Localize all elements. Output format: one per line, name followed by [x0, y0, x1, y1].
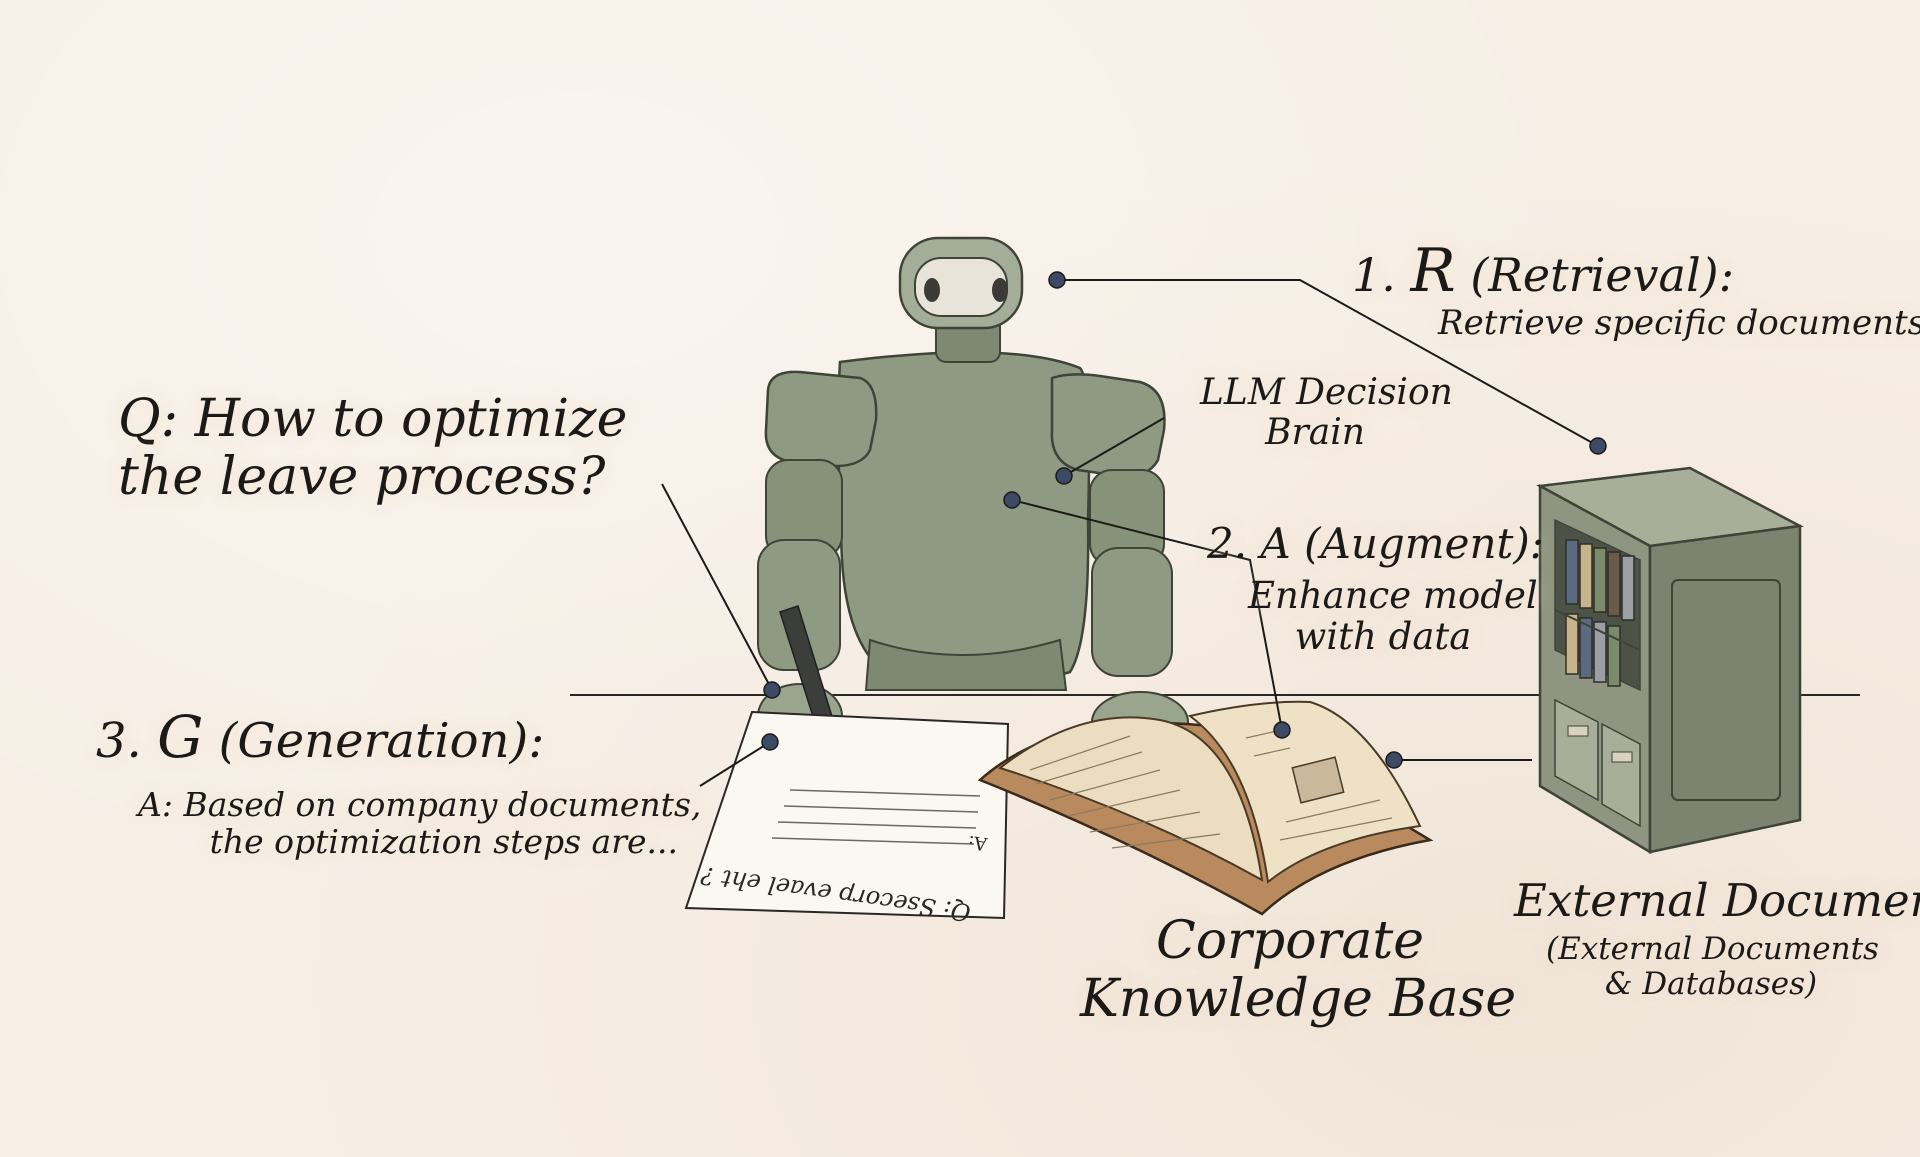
robot-eye-left: [924, 278, 940, 302]
llm-brain-line1: LLM Decision: [1200, 372, 1453, 413]
question-text: Q: How to optimize the leave process?: [118, 389, 628, 508]
augment-desc-line2: with data: [1294, 615, 1472, 659]
external-desc-line2: & Databases): [1604, 965, 1818, 1002]
question-callout-line: [661, 483, 773, 691]
knowledge-base-line1: Corporate: [1155, 911, 1425, 971]
augment-title: 2. A (Augment):: [1207, 519, 1544, 568]
knowledge-base-line2: Knowledge Base: [1080, 969, 1517, 1030]
augment-callout-line: [1011, 499, 1283, 731]
augment-desc-line1: Enhance model: [1248, 574, 1538, 617]
llm-callout-dot: [1055, 467, 1073, 485]
retrieval-title: 1. R (Retrieval):: [1352, 236, 1735, 306]
knowledge-base-label: Corporate Knowledge Base: [1080, 911, 1517, 1030]
generation-title-letter: G: [157, 703, 204, 771]
generation-title-text: (Generation):: [218, 713, 545, 769]
external-documents-description: (External Documents & Databases): [1546, 931, 1879, 1002]
retrieval-title-text: (Retrieval):: [1470, 248, 1735, 302]
bookshelf-icon: [1535, 466, 1805, 855]
llm-brain-label: LLM Decision Brain: [1200, 372, 1453, 454]
robot-eye-right: [992, 278, 1008, 302]
retrieval-title-letter: R: [1410, 236, 1456, 306]
generation-target-dot: [761, 733, 779, 751]
generation-title-number: 3.: [96, 713, 142, 769]
question-label: Q: How to optimize the leave process?: [118, 389, 718, 508]
llm-callout-line: [1063, 417, 1165, 477]
retrieval-title-number: 1.: [1352, 248, 1396, 302]
generation-callout-line: [699, 741, 771, 787]
generation-description: A: Based on company documents, the optim…: [138, 785, 702, 861]
augment-target-dot: [1273, 721, 1291, 739]
retrieval-description: Retrieve specific documents: [1438, 303, 1920, 343]
question-target-dot: [763, 681, 781, 699]
generation-desc-line2: the optimization steps are...: [209, 821, 678, 861]
retrieval-target-dot: [1589, 437, 1607, 455]
generation-title: 3. G (Generation):: [96, 705, 544, 770]
augment-description: Enhance model with data: [1248, 574, 1538, 659]
llm-brain-line2: Brain: [1265, 412, 1365, 454]
answer-sheet-answer: A:: [966, 830, 989, 855]
external-desc-line1: (External Documents: [1546, 931, 1879, 967]
open-book-icon: [977, 700, 1434, 916]
robot-figure: [757, 236, 1189, 758]
retrieval-callout-line: [1057, 279, 1599, 447]
knowledge-base-dot: [1385, 751, 1403, 769]
generation-desc-line1: A: Based on company documents,: [138, 785, 702, 824]
answer-sheet: [684, 710, 1010, 920]
external-documents-title: External Documents: [1514, 874, 1920, 927]
retrieval-callout-dot: [1048, 271, 1066, 289]
augment-callout-dot: [1003, 491, 1021, 509]
